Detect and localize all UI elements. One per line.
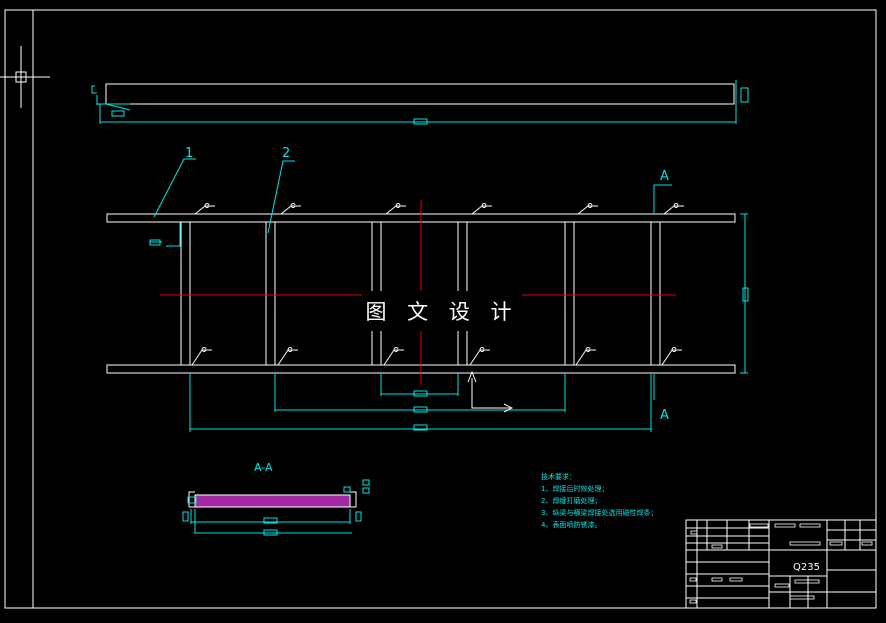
notes-item: 1、焊接后时效处理； bbox=[541, 485, 609, 493]
technical-requirements: 技术要求： 1、焊接后时效处理； 2、焊缝打磨处理； 3、纵梁与横梁焊接处选用磁… bbox=[541, 471, 657, 531]
material-label: Q235 bbox=[793, 562, 820, 573]
notes-item: 4、表面喷防锈漆。 bbox=[541, 521, 602, 529]
section-view-a-a: A-A bbox=[182, 461, 370, 536]
watermark: 图 文 设 计 bbox=[362, 291, 522, 331]
notes-heading: 技术要求： bbox=[541, 473, 576, 481]
top-view-beam bbox=[91, 80, 749, 125]
section-title: A-A bbox=[254, 461, 273, 474]
sheet-border bbox=[4, 9, 877, 609]
crosshair-cursor-icon bbox=[0, 46, 50, 108]
notes-item: 2、焊缝打磨处理； bbox=[541, 497, 602, 505]
ucs-axis-icon bbox=[467, 370, 514, 413]
callout-2: 2 bbox=[282, 146, 290, 161]
callout-1: 1 bbox=[185, 146, 193, 161]
title-block: Q235 bbox=[685, 519, 877, 609]
notes-item: 3、纵梁与横梁焊接处选用磁性焊条； bbox=[541, 509, 658, 517]
section-mark-top: A bbox=[660, 169, 669, 184]
section-mark-bottom: A bbox=[660, 408, 669, 423]
